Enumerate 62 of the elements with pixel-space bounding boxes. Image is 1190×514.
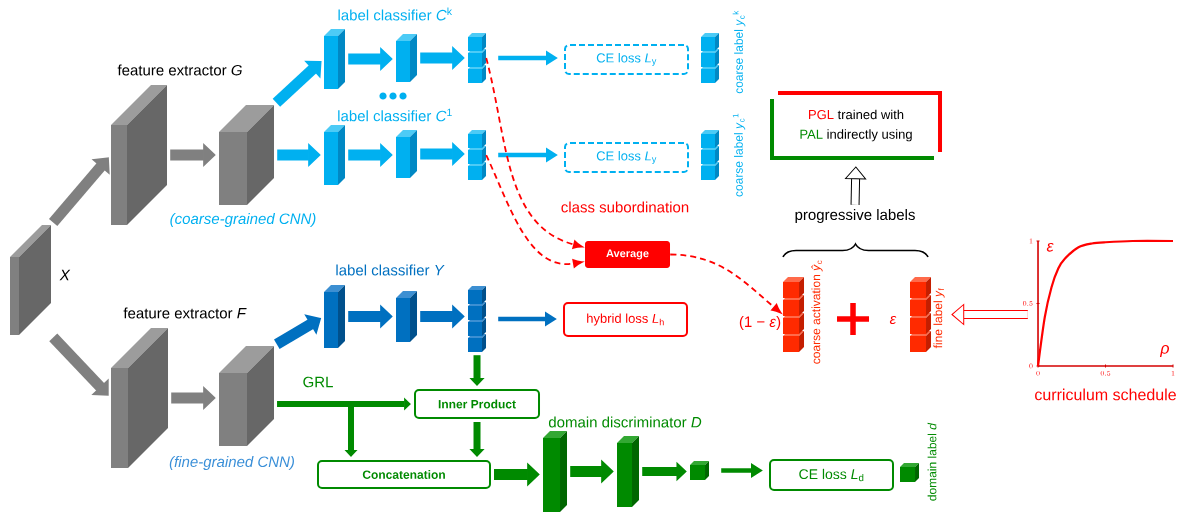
layer-caption: (fine-grained CNN) bbox=[169, 456, 294, 470]
output-cubes bbox=[783, 277, 804, 352]
layer-caption: label classifier Y bbox=[336, 264, 445, 276]
output-cubes bbox=[468, 33, 486, 83]
layer-block bbox=[396, 291, 417, 342]
loss-box: CE loss L$_{d}$ bbox=[769, 459, 894, 491]
block-arrow bbox=[48, 157, 110, 227]
block-arrow bbox=[272, 60, 322, 107]
output-label: coarse label y$_{c}$1 bbox=[732, 113, 746, 197]
output-label: domain label d bbox=[927, 422, 937, 501]
output-cubes bbox=[701, 33, 719, 83]
loss-box: CE loss L$_{y}$ bbox=[564, 142, 689, 173]
note-box: PGL trained with PAL indirectly using bbox=[770, 91, 942, 160]
group-label: progressive labels bbox=[795, 209, 915, 223]
block-arrow bbox=[49, 333, 109, 396]
dashed-arrow bbox=[669, 253, 782, 314]
operation-box: Average bbox=[585, 241, 670, 268]
output-label: coarse label y$_{c}$k bbox=[732, 10, 746, 94]
loss-box: hybrid loss L$_{h}$ bbox=[563, 302, 688, 337]
layer-block bbox=[219, 346, 274, 446]
dashed-arrow bbox=[485, 154, 583, 268]
annotation: (1 − ε) bbox=[739, 316, 781, 330]
operation-box: Concatenation bbox=[317, 460, 491, 489]
edge-label: GRL bbox=[301, 375, 335, 389]
layer-block bbox=[396, 34, 417, 82]
output-cubes bbox=[468, 130, 486, 180]
output-label: fine label y$_{f}$ bbox=[933, 288, 945, 349]
operation-box: Inner Product bbox=[414, 389, 540, 419]
layer-block bbox=[324, 125, 345, 185]
input-label: X bbox=[59, 269, 71, 281]
hollow-arrow bbox=[951, 304, 1028, 325]
layer-block bbox=[396, 130, 417, 178]
line-series bbox=[1036, 239, 1175, 368]
layer-caption: feature extractor G bbox=[117, 64, 242, 76]
block-arrow bbox=[277, 401, 358, 457]
layer-block bbox=[617, 436, 639, 507]
output-cube bbox=[690, 461, 709, 480]
layer-caption: label classifier C$^{k}$ bbox=[338, 7, 453, 21]
annotation: ε bbox=[889, 315, 897, 325]
layer-block bbox=[324, 285, 345, 348]
layer-caption: (coarse-grained CNN) bbox=[170, 213, 316, 227]
layer-block bbox=[219, 105, 274, 205]
y-axis-title: ε bbox=[1046, 242, 1054, 252]
loss-box: CE loss L$_{y}$ bbox=[564, 44, 689, 75]
x-axis-title: ρ bbox=[1159, 345, 1170, 357]
output-label: coarse activation ŷ$_{c}$ bbox=[811, 260, 823, 364]
dashed-arrow bbox=[485, 57, 583, 249]
text: curriculum schedule bbox=[1035, 388, 1176, 401]
layer-block bbox=[111, 85, 167, 225]
output-cubes bbox=[701, 130, 719, 180]
layer-block bbox=[324, 29, 345, 89]
layer-caption: label classifier C$^{1}$ bbox=[338, 108, 452, 122]
layer-caption: domain discriminator D bbox=[548, 416, 702, 428]
output-cubes bbox=[910, 277, 931, 352]
output-cube bbox=[900, 463, 919, 482]
annotation: class subordination bbox=[561, 201, 689, 213]
layer-block bbox=[543, 431, 567, 512]
layer-block bbox=[111, 328, 168, 468]
hollow-arrow bbox=[845, 166, 867, 205]
output-cubes bbox=[468, 286, 486, 352]
layer-caption: feature extractor F bbox=[123, 307, 247, 319]
layer-block bbox=[10, 225, 51, 335]
